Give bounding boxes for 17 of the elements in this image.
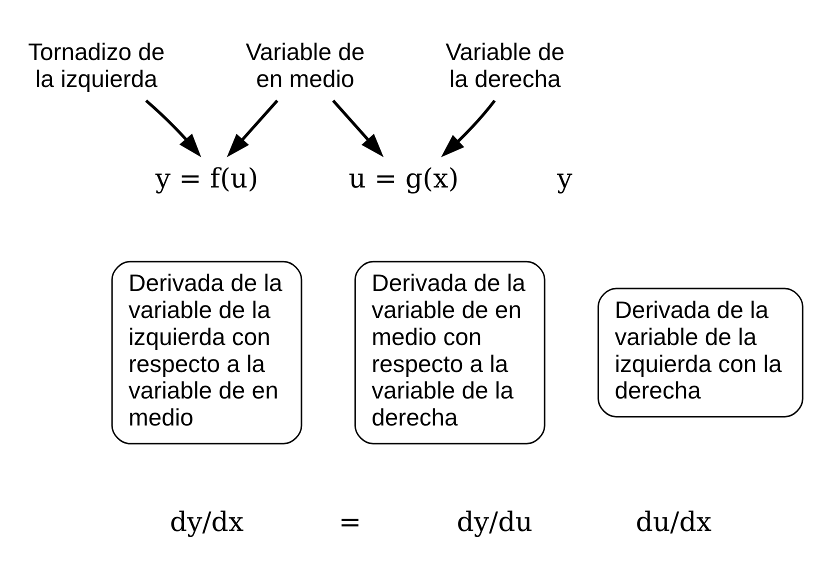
- label: dy/du: [456, 506, 533, 538]
- node-box: Derivada de la variable de la izquierda con la derecha: [598, 287, 804, 418]
- node-box: Derivada de la variable de en medio con respecto a la variable de la derecha: [354, 260, 546, 444]
- label: du/dx: [636, 506, 712, 538]
- node-text: Variable de en medio: [246, 38, 365, 92]
- label: =: [338, 506, 362, 538]
- arrow: [226, 99, 278, 157]
- node-text: Variable de la derecha: [446, 38, 565, 92]
- label: y: [557, 163, 572, 194]
- node-text: Tornadizo de la izquierda: [28, 38, 165, 92]
- node-box: Derivada de la variable de la izquierda con respecto a la variable de en medio: [111, 260, 302, 444]
- label: dy/dx: [170, 506, 244, 538]
- arrow: [332, 99, 384, 157]
- arrow: [441, 99, 496, 157]
- node-text: u = g(x): [348, 163, 459, 194]
- node-text: y = f(u): [155, 163, 258, 194]
- arrow: [145, 98, 202, 157]
